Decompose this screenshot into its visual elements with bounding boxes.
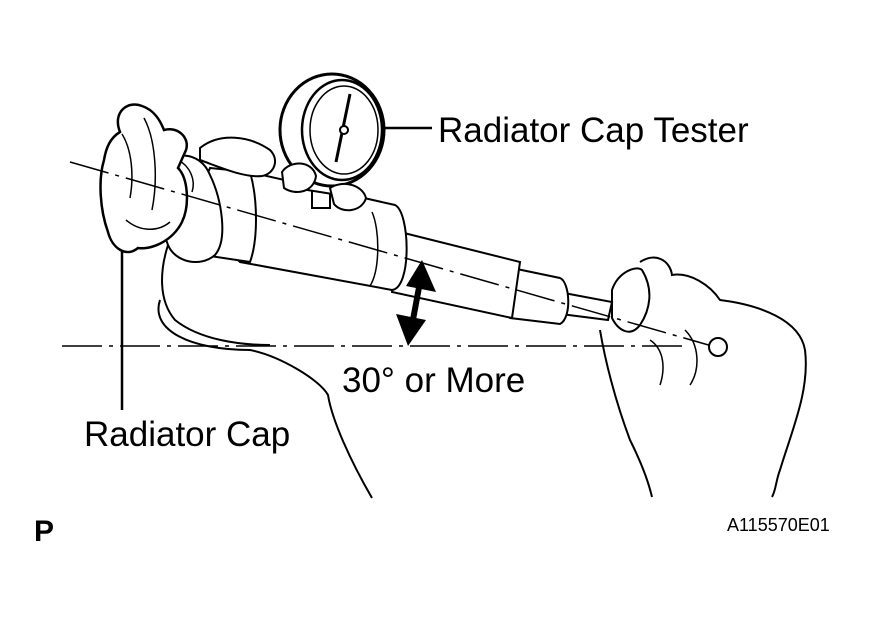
corner-mark: P: [34, 515, 54, 548]
radiator-cap-flute-1: [121, 133, 133, 199]
tester-label: Radiator Cap Tester: [438, 111, 749, 150]
radiator-cap-flute-2: [143, 117, 156, 211]
right-hand-outline: [639, 256, 807, 498]
figure-id: A115570E01: [727, 515, 830, 535]
axis-end-circle: [708, 337, 728, 357]
left-hand-lower: [161, 244, 271, 346]
right-hand-finger: [611, 267, 651, 333]
tilted-axis-line: [69, 161, 713, 347]
right-hand-palm: [599, 329, 653, 498]
angle-label: 30° or More: [342, 361, 525, 400]
left-hand-thumb: [199, 136, 277, 178]
angle-arrow-head-bottom: [396, 314, 426, 346]
angle-arrow-head-top: [406, 260, 436, 292]
gauge-hand-fingers: [280, 162, 368, 212]
tester-barrel-narrow: [390, 230, 522, 320]
radiator-cap-flute-3: [125, 219, 171, 230]
left-arm-outline: [157, 299, 373, 499]
right-hand-knuckles: [649, 329, 698, 386]
cap-label: Radiator Cap: [84, 415, 290, 454]
angle-label-backing: [336, 352, 554, 396]
gauge-pivot: [339, 125, 349, 135]
radiator-cap-body: [99, 103, 189, 254]
